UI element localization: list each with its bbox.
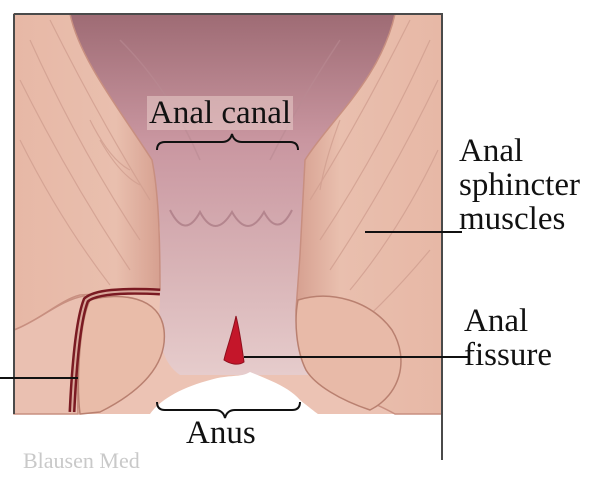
label-anus: Anus bbox=[186, 416, 256, 450]
label-line: Anal bbox=[459, 134, 580, 168]
image-credit-watermark: Blausen Med bbox=[23, 444, 140, 478]
label-anal-fissure: Anal fissure bbox=[464, 304, 552, 372]
anatomy-illustration: Anal canal Anal sphincter muscles Anal f… bbox=[0, 0, 605, 460]
label-line: fissure bbox=[464, 338, 552, 372]
label-anal-sphincter-muscles: Anal sphincter muscles bbox=[459, 134, 580, 236]
label-line: sphincter bbox=[459, 168, 580, 202]
label-anal-canal: Anal canal bbox=[147, 96, 293, 130]
label-line: Anal bbox=[464, 304, 552, 338]
label-line: muscles bbox=[459, 202, 580, 236]
